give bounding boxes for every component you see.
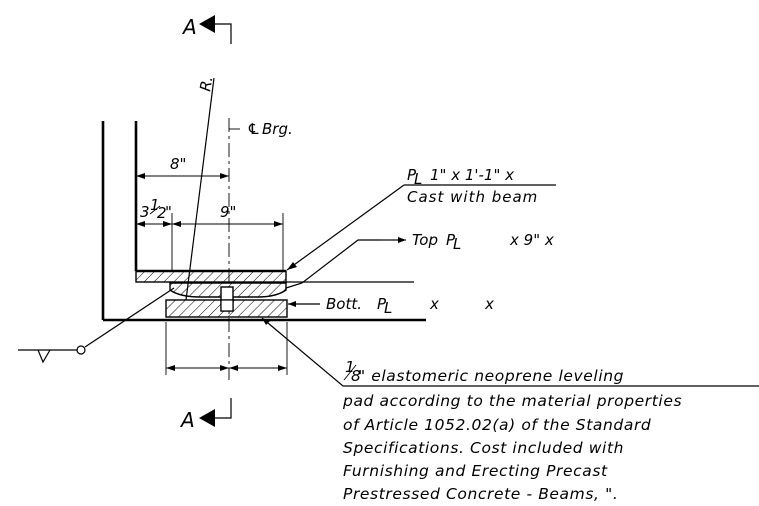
note-line-6: Prestressed Concrete - Beams, ".	[343, 485, 618, 503]
cast-with-beam-label: Cast with beam	[407, 188, 538, 206]
radius-line: R.	[185, 75, 217, 301]
note-line-1: " elastomeric neoprene leveling	[358, 367, 624, 385]
leader-pad-note: 1 8 " elastomeric neoprene leveling pad …	[261, 317, 759, 503]
svg-text:": "	[165, 203, 172, 221]
svg-text:L: L	[384, 299, 392, 317]
top-plate-size: x 9" x	[509, 231, 554, 249]
section-mark-bottom-letter: A	[179, 408, 195, 432]
svg-text:L: L	[453, 235, 461, 253]
centerline-label: Brg.	[262, 120, 293, 138]
weld-all-around-icon	[76, 345, 86, 355]
note-line-2: pad according to the material properties	[342, 392, 682, 410]
dim-3-den: 2	[157, 204, 167, 222]
leader-bottom-plate: Bott. P L x x	[288, 295, 494, 317]
svg-text:L: L	[414, 170, 422, 188]
leader-top-plate: Top P L x 9" x	[285, 231, 554, 289]
plate-size-label: 1" x 1'-1" x	[430, 166, 514, 184]
bott-plate-x1: x	[429, 295, 439, 313]
section-arrow-bottom-icon	[199, 409, 215, 427]
dim-9-label: 9"	[220, 203, 236, 221]
weld-symbol	[18, 287, 175, 364]
leader-embedded-plate: P L 1" x 1'-1" x Cast with beam	[286, 166, 556, 271]
centerline-bearing: ℄ Brg.	[228, 118, 293, 380]
pl-symbol-2-icon: P	[446, 231, 456, 249]
section-arrow-top-icon	[199, 15, 215, 33]
dim-3-num: 1	[150, 196, 160, 214]
dim-3-whole: 3	[140, 203, 150, 221]
pl-symbol-1-icon: P	[407, 166, 417, 184]
centerline-symbol-icon: ℄	[247, 120, 260, 138]
note-frac-den: 8	[351, 367, 361, 385]
note-frac-num: 1	[345, 358, 355, 376]
pl-symbol-3-icon: P	[377, 295, 387, 313]
bott-plate-pre: Bott.	[326, 295, 362, 313]
note-line-5: Furnishing and Erecting Precast	[343, 462, 608, 480]
top-plate-pre: Top	[412, 231, 438, 249]
section-mark-bottom: A	[179, 398, 232, 432]
section-mark-top-letter: A	[181, 15, 197, 39]
dim-8-label: 8"	[170, 155, 186, 173]
note-line-3: of Article 1052.02(a) of the Standard	[343, 416, 651, 434]
radius-label: R.	[196, 75, 216, 93]
dimension-8in: 8"	[136, 155, 229, 179]
dimension-bottom	[165, 322, 288, 375]
bott-plate-x2: x	[484, 295, 494, 313]
embedded-plate	[135, 270, 287, 283]
dimension-row-2: 3 1 2 " 9"	[136, 196, 284, 270]
note-line-4: Specifications. Cost included with	[343, 439, 624, 457]
section-mark-top: A	[181, 15, 232, 44]
